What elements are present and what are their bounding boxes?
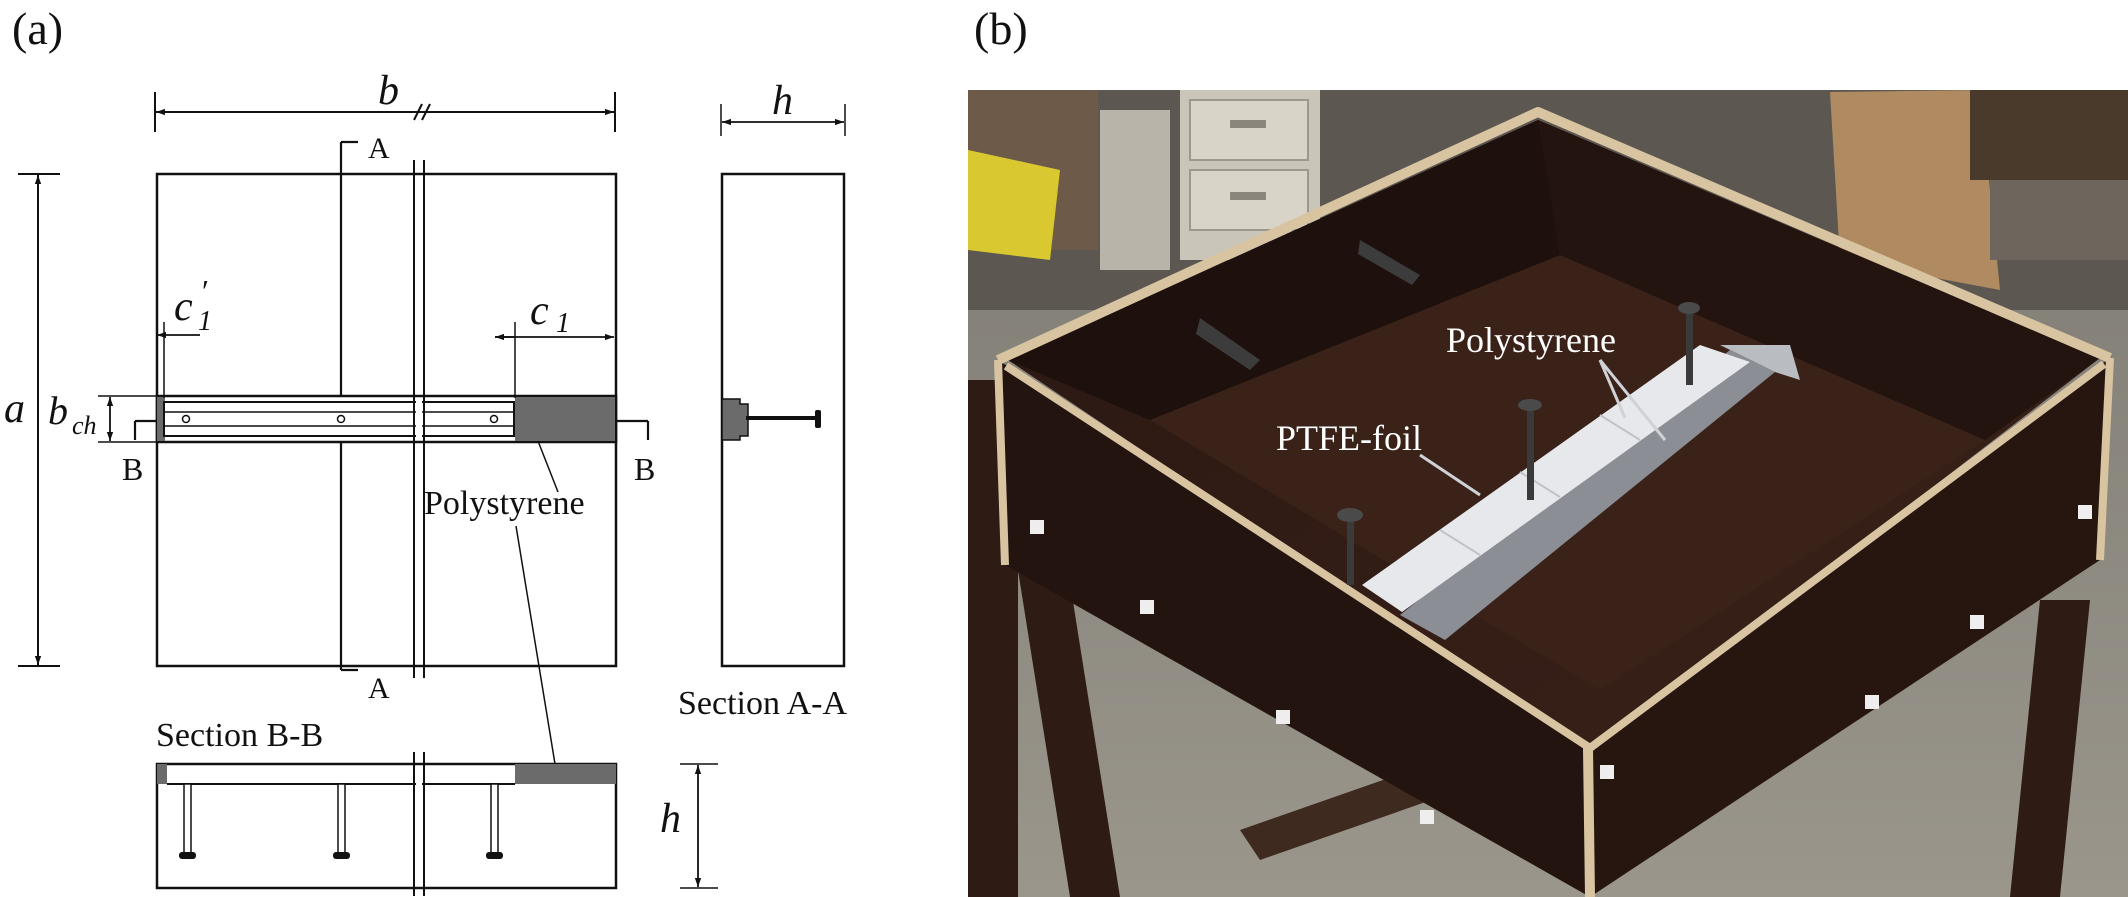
dim-h-label: h [772,78,793,124]
panel-b: (b) [968,3,2128,897]
section-aa-label: Section A-A [678,685,847,722]
panel-b-label: (b) [974,3,1028,54]
stud-3 [486,783,503,859]
marker-a-top: A [368,132,390,165]
dim-c1-sub: 1 [556,308,570,339]
dim-c1-base: c [530,288,549,334]
polystyrene-callout: Polystyrene [424,440,585,771]
panel-a: (a) b a A A [4,3,847,896]
polystyrene-plan [515,397,615,441]
dimension-a: a [4,173,60,667]
dim-bch-base: b [48,388,68,433]
marker-b-right: B [634,451,655,487]
panel-a-label: (a) [12,3,63,54]
dimension-c1: c 1 [495,288,614,398]
marker-b-left: B [122,451,143,487]
dim-b-label: b [378,68,399,114]
stud-2 [333,783,350,859]
dim-c1prime-base: c [174,284,193,330]
section-aa: Section A-A [678,172,847,722]
slab-plan: A A B B [122,132,655,705]
dimension-bch: b ch [48,388,157,443]
stud-1 [179,783,196,859]
dim-c1prime-sub: 1 [198,306,212,337]
dim-c1prime-prime: ′ [200,273,208,309]
dim-h-section-label: h [660,796,681,842]
polystyrene-label-b: Polystyrene [1446,320,1616,360]
dim-a-label: a [4,386,25,432]
marker-a-bottom: A [368,672,390,705]
section-bb-label: Section B-B [156,717,323,754]
dimension-b: b [154,68,616,132]
dimension-c1-prime: c ′ 1 [157,273,212,398]
photo: Polystyrene PTFE-foil [968,90,2128,897]
section-bb: Section B-B h [155,717,718,896]
polystyrene-label-a: Polystyrene [424,485,585,522]
dim-bch-sub: ch [72,411,97,440]
dimension-h-top: h [720,78,846,136]
ptfe-foil-label: PTFE-foil [1276,418,1422,458]
